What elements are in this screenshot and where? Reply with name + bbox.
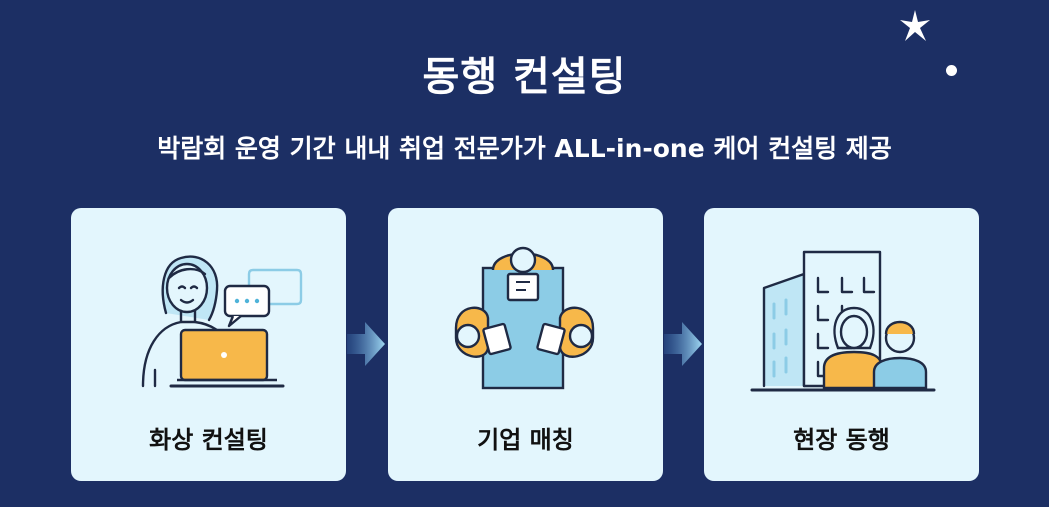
arrow-right-icon [664, 322, 702, 366]
arrow-right-icon [347, 322, 385, 366]
card-label: 기업 매칭 [477, 426, 574, 454]
sparkle-star-icon [900, 10, 930, 41]
page-subtitle: 박람회 운영 기간 내내 취업 전문가가 ALL-in-one 케어 컨설팅 제… [157, 134, 892, 163]
card-onsite-accompany[interactable]: 현장 동행 [704, 208, 979, 481]
company-matching-icon [454, 246, 595, 390]
video-consulting-icon [141, 255, 303, 388]
page-title: 동행 컨설팅 [422, 54, 627, 100]
card-label: 현장 동행 [793, 426, 890, 454]
decorative-dot [946, 65, 957, 76]
card-company-matching[interactable]: 기업 매칭 [388, 208, 663, 481]
onsite-accompany-icon [750, 250, 936, 392]
card-label: 화상 컨설팅 [149, 426, 268, 454]
card-video-consulting[interactable]: 화상 컨설팅 [71, 208, 346, 481]
